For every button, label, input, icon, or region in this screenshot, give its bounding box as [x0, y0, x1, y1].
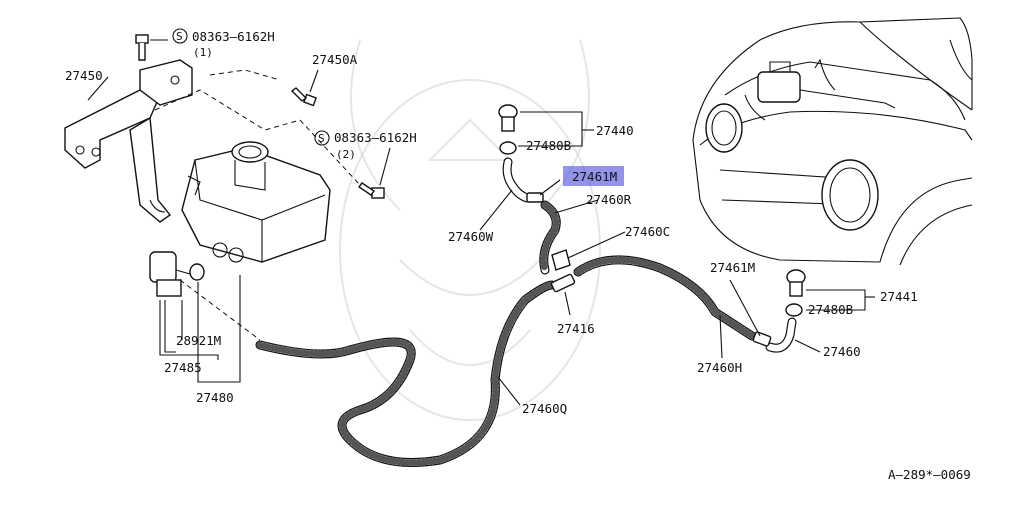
diagram-code: A–289*–0069 — [888, 467, 971, 482]
label-pump-assy[interactable]: 27485 — [164, 360, 202, 375]
label-hose-h[interactable]: 27460H — [697, 360, 742, 375]
label-tank-assy[interactable]: 27480 — [196, 390, 234, 405]
label-check-2[interactable]: 27480B — [808, 302, 853, 317]
label-bolt-spec-2[interactable]: 08363–6162H — [334, 130, 417, 145]
hose-27460r — [539, 200, 561, 275]
label-pump[interactable]: 28921M — [176, 333, 221, 348]
watermark-emblem — [339, 39, 601, 421]
connector-27461m-icon — [752, 331, 772, 347]
label-bolt-spec-1-qty: (1) — [193, 46, 213, 59]
label-connector-2[interactable]: 27461M — [710, 260, 755, 275]
joint-27416-icon — [550, 273, 576, 293]
label-nozzle-assy-1[interactable]: 27440 — [596, 123, 634, 138]
bracket-illustration — [64, 59, 193, 223]
bolt-icon — [135, 34, 149, 61]
nozzle-icon — [498, 104, 518, 132]
s-mark-icon: S — [314, 130, 330, 146]
clip-icon — [551, 249, 571, 271]
check-valve-icon — [499, 141, 517, 155]
svg-text:S: S — [176, 30, 183, 43]
label-joint[interactable]: 27416 — [557, 321, 595, 336]
label-hose-q[interactable]: 27460Q — [522, 401, 567, 416]
label-nozzle-assy-2[interactable]: 27441 — [880, 289, 918, 304]
label-clip[interactable]: 27460C — [625, 224, 670, 239]
hose-27460w — [502, 157, 532, 203]
bolt-icon — [357, 182, 385, 199]
label-connector-highlight[interactable]: 27461M — [572, 169, 617, 184]
svg-text:S: S — [318, 132, 325, 145]
vehicle-front-illustration — [692, 17, 973, 266]
washer-pump-icon — [149, 251, 205, 297]
connector-27461m-icon — [526, 192, 544, 203]
label-check-1[interactable]: 27480B — [526, 138, 571, 153]
hose-27460q — [255, 280, 557, 467]
label-hose-r[interactable]: 27460R — [586, 192, 632, 207]
s-mark-icon: S — [172, 28, 188, 44]
label-hose-end[interactable]: 27460 — [823, 344, 861, 359]
label-bracket[interactable]: 27450 — [65, 68, 103, 83]
part-highlight[interactable] — [563, 166, 624, 186]
hose-27460 — [765, 317, 797, 353]
label-hose-w[interactable]: 27460W — [448, 229, 494, 244]
nozzle-icon — [786, 269, 806, 297]
screw-icon — [290, 87, 317, 107]
washer-tank-illustration — [181, 141, 331, 263]
hose-27460h — [573, 255, 757, 341]
check-valve-icon — [785, 303, 803, 317]
label-screw[interactable]: 27450A — [312, 52, 358, 67]
label-bolt-spec-2-qty: (2) — [336, 148, 356, 161]
label-bolt-spec-1[interactable]: 08363–6162H — [192, 29, 275, 44]
